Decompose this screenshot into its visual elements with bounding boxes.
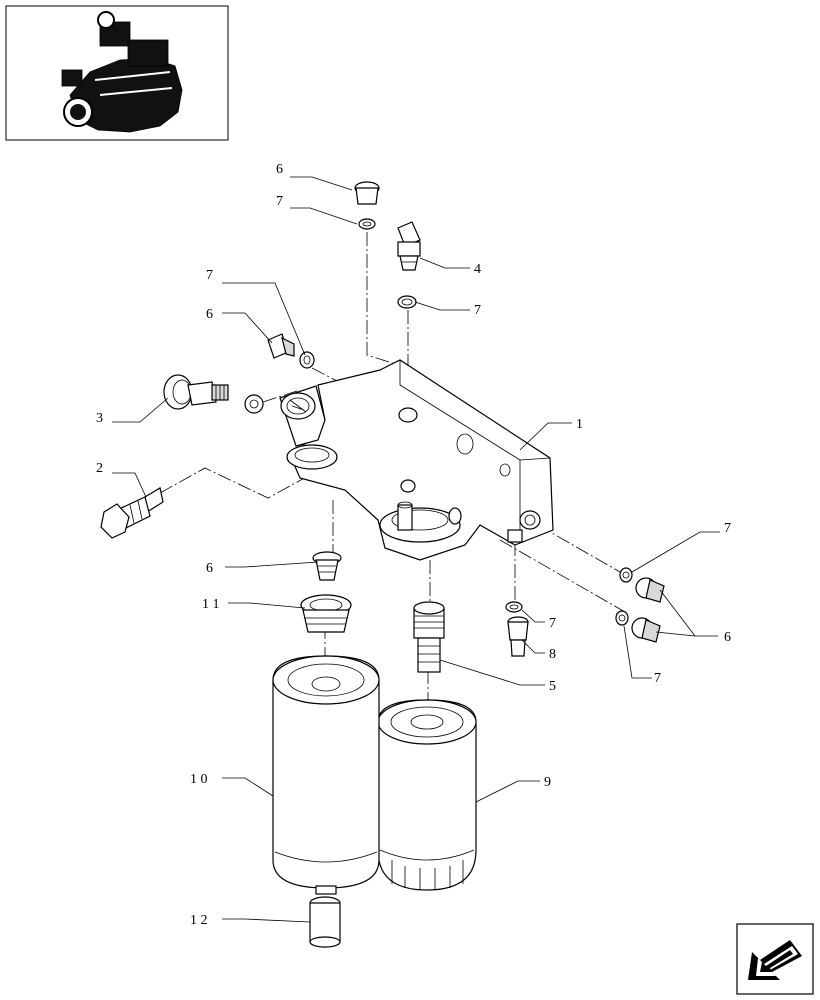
engine-thumbnail[interactable] bbox=[5, 5, 229, 141]
leader-lines bbox=[112, 176, 720, 923]
plug-part-6-left[interactable] bbox=[267, 333, 295, 359]
seal-ring-part-7-a[interactable] bbox=[358, 218, 376, 230]
seal-ring-part-7-d[interactable] bbox=[619, 567, 633, 583]
seal-ring-part-7-c[interactable] bbox=[299, 351, 315, 369]
callout-7: 7 bbox=[276, 194, 283, 209]
bolt-part-2[interactable] bbox=[100, 487, 164, 539]
plug-part-6-right-lower[interactable] bbox=[631, 617, 661, 643]
drain-plug-part-12[interactable] bbox=[309, 896, 341, 948]
filter-head-part-1[interactable] bbox=[279, 359, 554, 561]
callout-8: 8 bbox=[549, 647, 556, 662]
callout-2: 2 bbox=[96, 461, 103, 476]
seal-ring-part-7-b[interactable] bbox=[397, 295, 417, 309]
callout-4: 4 bbox=[474, 262, 481, 277]
plug-part-3[interactable] bbox=[163, 374, 264, 414]
callout-6: 6 bbox=[724, 630, 731, 645]
filter-cartridge-part-9[interactable] bbox=[377, 699, 477, 891]
callout-1: 1 bbox=[576, 417, 583, 432]
fitting-part-8[interactable] bbox=[507, 616, 529, 657]
callout-5: 5 bbox=[549, 679, 556, 694]
callouts: 6 7 4 7 7 6 3 2 1 6 1 1 7 7 6 8 7 5 1 0 … bbox=[96, 162, 731, 928]
seal-ring-part-7-e[interactable] bbox=[505, 601, 523, 613]
adapter-ring-part-11[interactable] bbox=[300, 594, 352, 633]
plug-part-6-bottom[interactable] bbox=[312, 551, 342, 581]
previous-page-arrow-icon bbox=[748, 940, 802, 980]
sensor-part-4[interactable] bbox=[397, 221, 421, 271]
callout-11: 1 1 bbox=[202, 597, 220, 612]
callout-6: 6 bbox=[206, 561, 213, 576]
plug-part-6-right-upper[interactable] bbox=[635, 577, 665, 603]
callout-9: 9 bbox=[544, 775, 551, 790]
adapter-part-5[interactable] bbox=[413, 601, 445, 673]
callout-3: 3 bbox=[96, 411, 103, 426]
callout-12: 1 2 bbox=[190, 913, 208, 928]
callout-7: 7 bbox=[654, 671, 661, 686]
callout-7: 7 bbox=[724, 521, 731, 536]
callout-10: 1 0 bbox=[190, 772, 208, 787]
callout-7: 7 bbox=[549, 616, 556, 631]
callout-6: 6 bbox=[206, 307, 213, 322]
plug-part-6-top[interactable] bbox=[354, 181, 380, 205]
callout-7: 7 bbox=[206, 268, 213, 283]
callout-7: 7 bbox=[474, 303, 481, 318]
filter-cartridge-part-10[interactable] bbox=[272, 655, 380, 895]
seal-ring-part-7-f[interactable] bbox=[615, 610, 629, 626]
engine-thumbnail-icon bbox=[61, 11, 183, 133]
previous-page-button[interactable] bbox=[736, 923, 814, 995]
callout-6: 6 bbox=[276, 162, 283, 177]
